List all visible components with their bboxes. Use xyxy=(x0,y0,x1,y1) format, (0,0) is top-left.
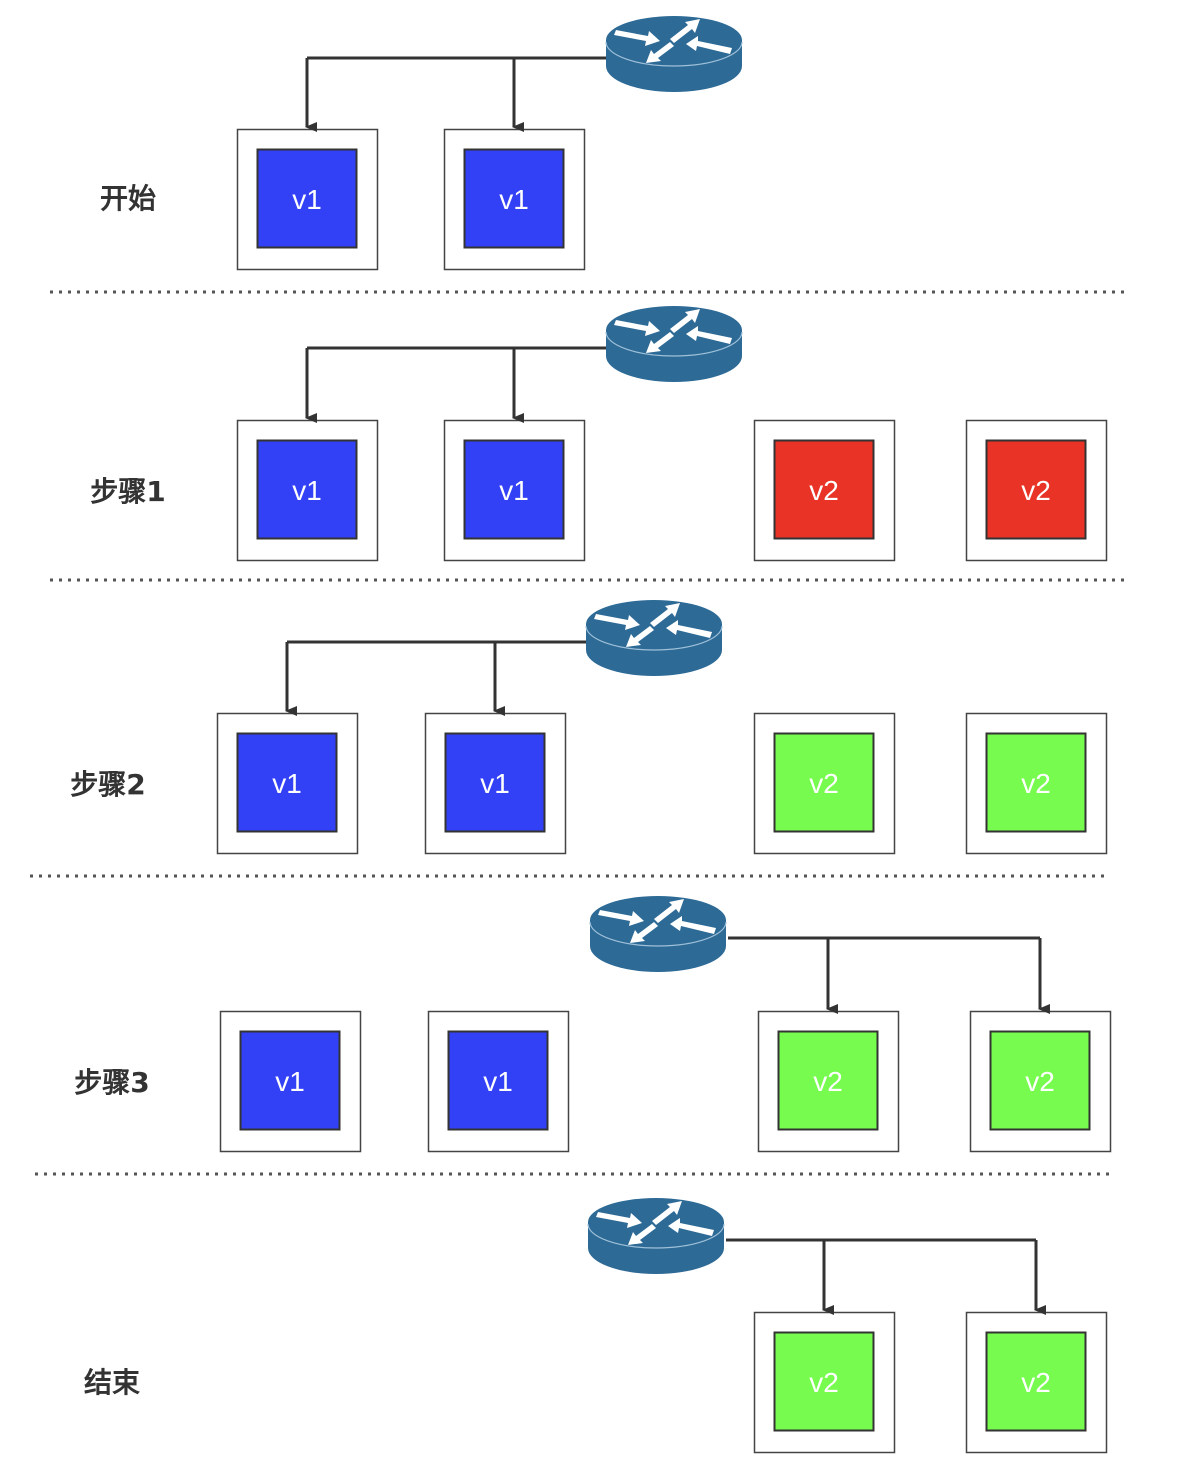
stage-label: 步骤1 xyxy=(90,475,165,508)
version-block xyxy=(256,439,358,540)
server-v1: v1 xyxy=(443,419,586,562)
version-block xyxy=(447,1030,549,1131)
version-block xyxy=(239,1030,341,1131)
route-lines xyxy=(305,56,606,132)
route-lines xyxy=(285,640,586,716)
server-v1: v1 xyxy=(427,1010,570,1153)
version-block xyxy=(773,1331,875,1432)
version-block xyxy=(777,1030,879,1131)
server-v1: v1 xyxy=(443,128,586,271)
server-v2: v2 xyxy=(753,712,896,855)
server-v1: v1 xyxy=(219,1010,362,1153)
version-label: v1 xyxy=(292,475,322,506)
route-lines xyxy=(726,1238,1046,1315)
version-label: v1 xyxy=(499,475,529,506)
server-v2: v2 xyxy=(753,1311,896,1454)
version-label: v2 xyxy=(1021,1367,1051,1398)
server-v2: v2 xyxy=(757,1010,900,1153)
version-block xyxy=(985,1331,1087,1432)
version-label: v1 xyxy=(275,1066,305,1097)
version-label: v2 xyxy=(813,1066,843,1097)
version-block xyxy=(985,439,1087,540)
stage-label: 步骤2 xyxy=(70,768,145,801)
server-v2: v2 xyxy=(965,712,1108,855)
version-block xyxy=(989,1030,1091,1131)
version-block xyxy=(236,732,338,833)
router-icon xyxy=(585,599,723,677)
version-label: v2 xyxy=(809,475,839,506)
router-icon xyxy=(589,895,727,973)
version-block xyxy=(773,439,875,540)
router-icon xyxy=(587,1197,725,1275)
server-v2: v2 xyxy=(965,419,1108,562)
version-block xyxy=(773,732,875,833)
route-lines xyxy=(728,936,1050,1014)
server-v2: v2 xyxy=(969,1010,1112,1153)
version-block xyxy=(463,439,565,540)
version-label: v1 xyxy=(292,184,322,215)
version-label: v2 xyxy=(809,768,839,799)
version-label: v1 xyxy=(499,184,529,215)
route-lines xyxy=(305,346,606,423)
stage-4: 步骤3 v1 v1 v2 v2 xyxy=(74,895,1112,1153)
server-v1: v1 xyxy=(236,419,379,562)
version-block xyxy=(985,732,1087,833)
version-label: v2 xyxy=(1025,1066,1055,1097)
stage-label: 开始 xyxy=(100,182,156,215)
stage-label: 步骤3 xyxy=(74,1066,149,1099)
server-v1: v1 xyxy=(236,128,379,271)
version-block xyxy=(463,148,565,249)
server-v2: v2 xyxy=(965,1311,1108,1454)
server-v1: v1 xyxy=(216,712,359,855)
stage-1: 开始 v1 v1 xyxy=(100,15,743,271)
version-label: v1 xyxy=(480,768,510,799)
version-block xyxy=(444,732,546,833)
server-v2: v2 xyxy=(753,419,896,562)
stage-5: 结束 v2 v2 xyxy=(84,1197,1108,1454)
router-icon xyxy=(605,15,743,93)
stage-label: 结束 xyxy=(84,1366,140,1399)
version-label: v2 xyxy=(1021,768,1051,799)
version-label: v2 xyxy=(1021,475,1051,506)
router-icon xyxy=(605,305,743,383)
version-label: v1 xyxy=(483,1066,513,1097)
version-block xyxy=(256,148,358,249)
stage-3: 步骤2 v1 v1 v2 v2 xyxy=(70,599,1108,855)
server-v1: v1 xyxy=(424,712,567,855)
stage-2: 步骤1 v1 v1 v2 v2 xyxy=(90,305,1108,562)
version-label: v2 xyxy=(809,1367,839,1398)
version-label: v1 xyxy=(272,768,302,799)
